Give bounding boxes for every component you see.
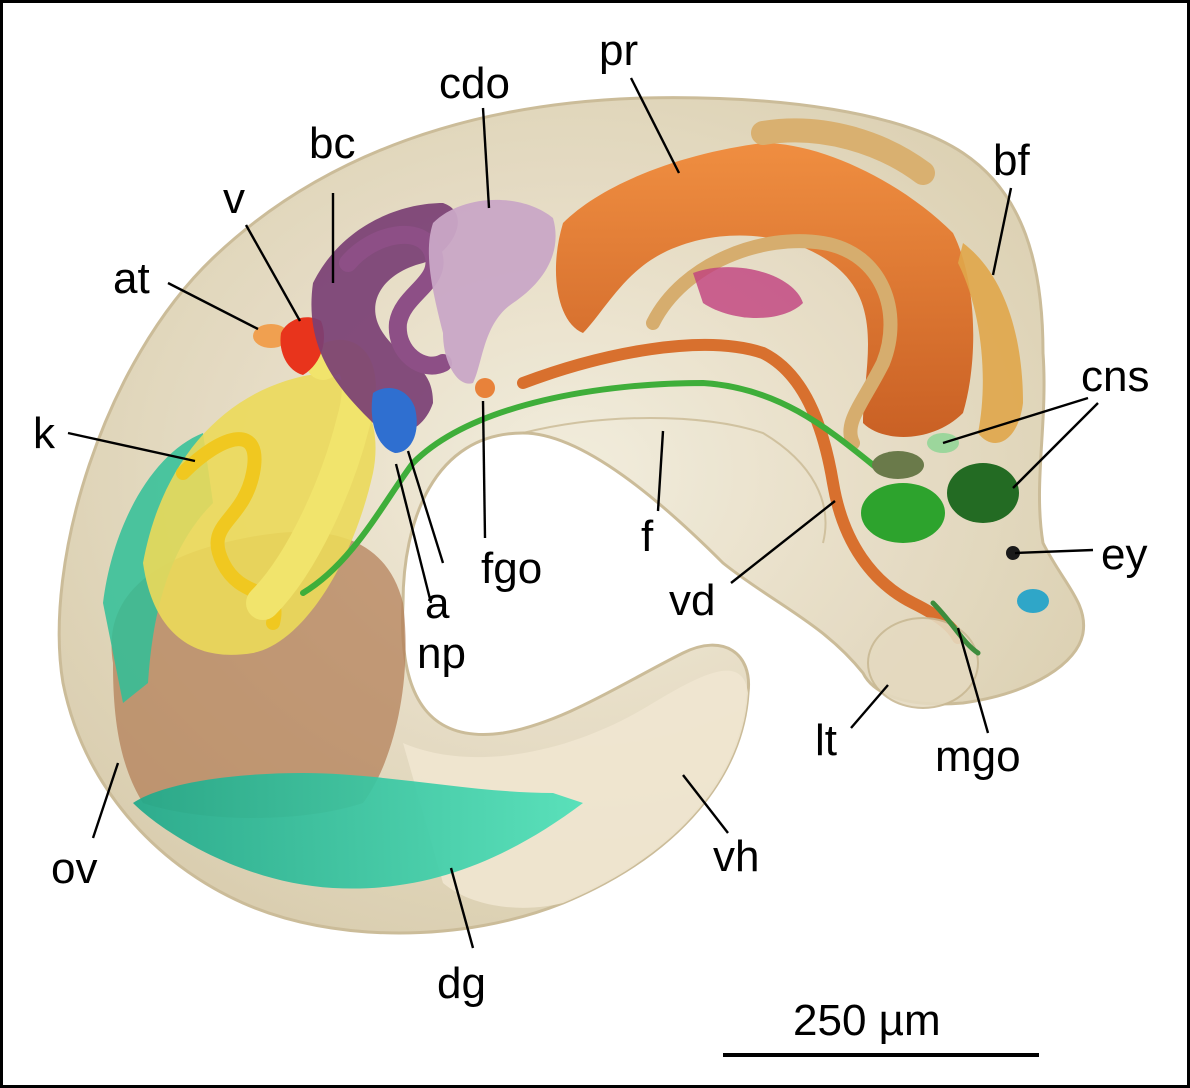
prostate [555,143,974,437]
leader-mgo [956,627,990,734]
magenta-organ [693,267,803,318]
label-cns: cns [1081,352,1149,401]
leader-vd [730,500,836,584]
label-dg: dg [437,959,486,1008]
vas-deferens [517,339,964,644]
label-lt: lt [815,716,837,765]
scale-bar-label: 250 µm [793,996,941,1045]
leader-dg [449,867,475,949]
label-fgo: fgo [481,544,542,593]
leader-cns-1 [942,396,1089,445]
auricle [253,324,289,348]
label-ey: ey [1101,530,1147,579]
label-at: at [113,254,150,303]
label-a: a [425,579,450,628]
leader-np [394,463,433,604]
label-k: k [33,409,56,458]
label-v: v [223,174,245,223]
leader-pr [629,77,681,174]
atrium-blue [371,388,417,453]
label-vh: vh [713,832,759,881]
foot [522,417,827,544]
green-duct [300,379,886,596]
label-ov: ov [51,844,97,893]
leader-v [244,224,302,322]
leader-cdo [481,107,491,209]
label-f: f [641,512,654,561]
leader-cns-2 [1012,402,1099,489]
leader-vh [682,774,729,834]
male-genital-opening [930,600,981,656]
head-cyan-structure [1017,589,1049,613]
labels: pr cdo bc bf v at cns k ey f fgo a vd np… [33,26,1149,1008]
leader-a [406,450,445,564]
leader-fgo [481,400,487,539]
label-bf: bf [993,136,1030,185]
upper-duct [751,118,935,185]
anatomy-illustration: pr cdo bc bf v at cns k ey f fgo a vd np… [33,26,1149,1057]
capsule-gland [428,199,556,384]
leader-at [167,281,259,331]
label-pr: pr [599,26,638,75]
leader-lines [67,77,1099,949]
label-cdo: cdo [439,59,510,108]
leader-bf [991,187,1013,276]
bf-structure [958,243,1023,443]
scale-bar: 250 µm [723,996,1039,1057]
cns-ganglion-2 [947,463,1019,523]
leader-k [67,431,196,463]
leader-lt [850,684,889,729]
leader-f [656,430,665,512]
eye [1006,546,1020,560]
leader-ov [91,762,120,839]
spermoviduct-tube [646,234,898,450]
label-mgo: mgo [935,732,1021,781]
cns-ganglion-3 [872,451,924,479]
label-vd: vd [669,576,715,625]
ventricle [280,317,324,375]
cns-ganglion-1 [861,483,945,543]
digestive-gland [133,773,583,889]
label-np: np [417,629,466,678]
label-bc: bc [309,119,355,168]
bursa-coil [339,225,452,375]
lower-tentacle [867,617,979,709]
leader-ey [1014,548,1094,555]
female-genital-opening [475,378,495,398]
